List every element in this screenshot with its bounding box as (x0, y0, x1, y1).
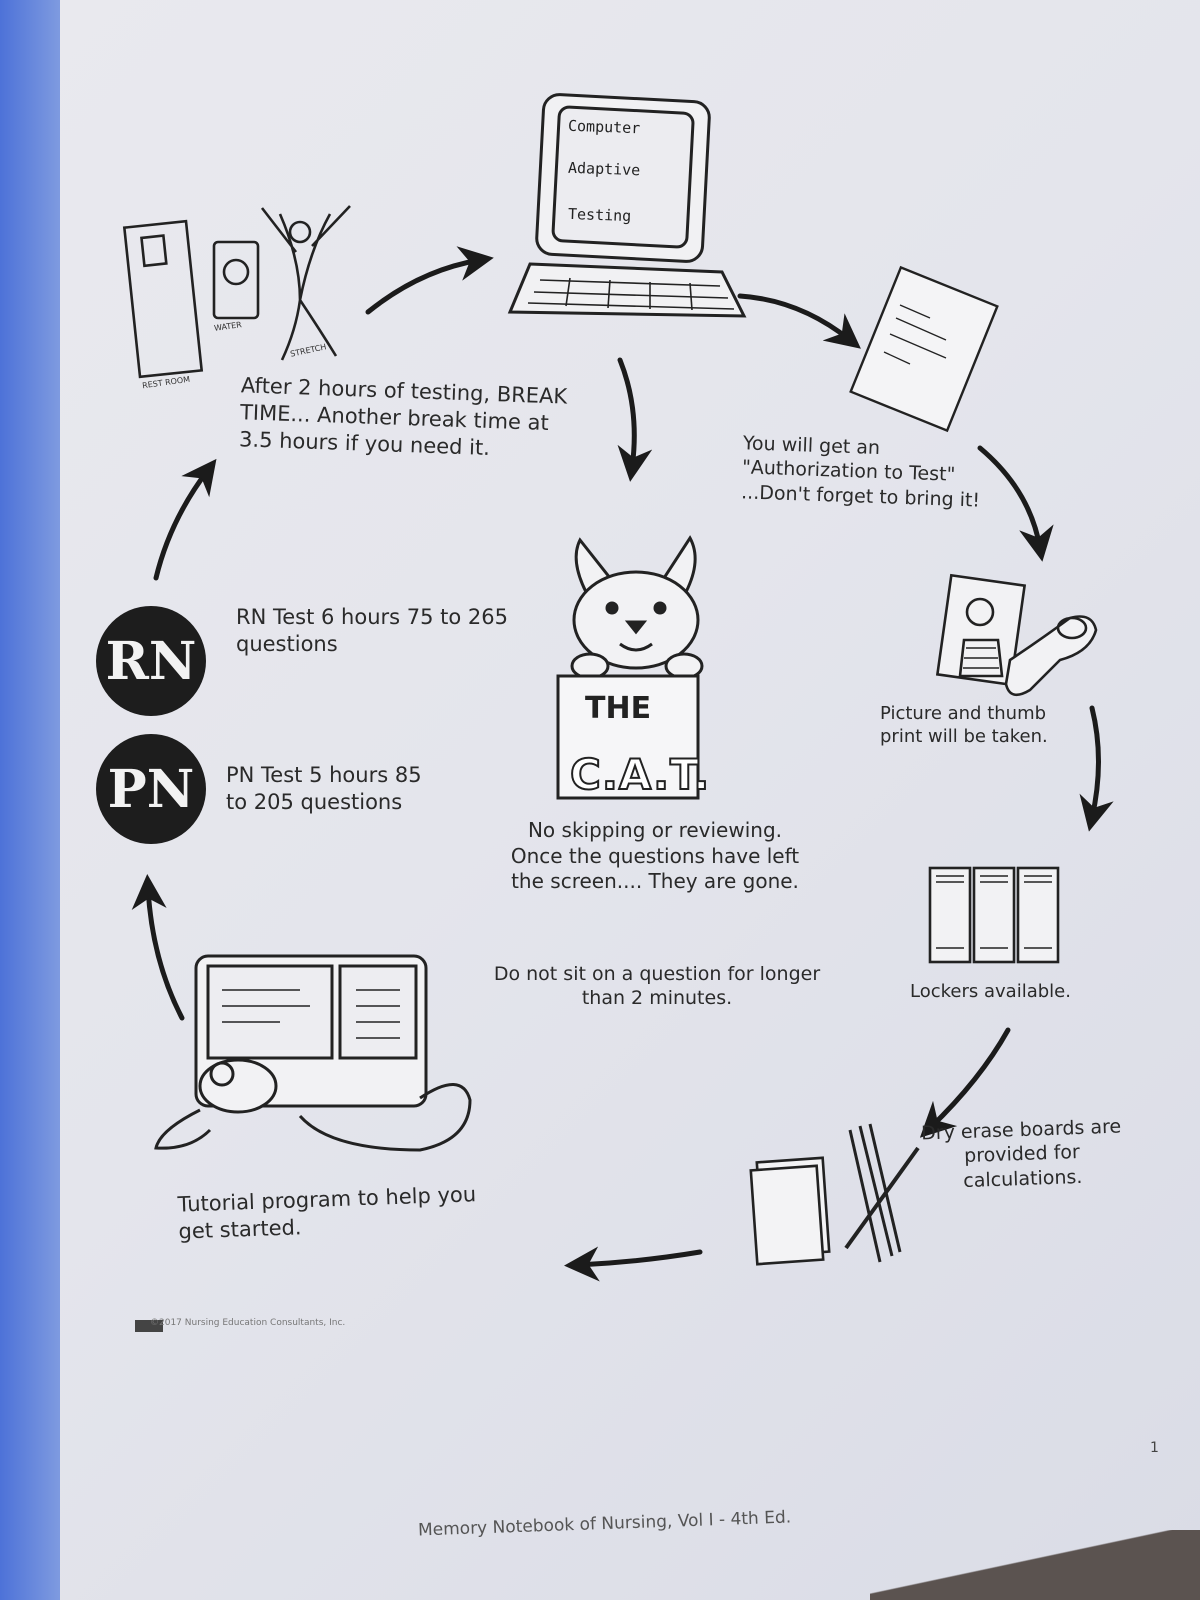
publisher-logo (135, 1320, 163, 1332)
copyright-text: ©2017 Nursing Education Consultants, Inc… (150, 1318, 346, 1328)
arrow-picture-to-lockers (1079, 705, 1114, 832)
page-number: 1 (1150, 1440, 1159, 1456)
cat-sign-cat: C.A.T. (569, 749, 711, 800)
arrow-lockers-to-dry-erase (919, 1027, 1011, 1138)
lockers-text: Lockers available. (910, 981, 1071, 1002)
cat-screen-line-1: Computer (567, 116, 641, 138)
authorization-text: You will get an "Authorization to Test" … (740, 432, 981, 512)
rn-badge: RN (96, 606, 206, 716)
break-time-text: After 2 hours of testing, BREAK TIME... … (238, 373, 568, 460)
lockers-illustration (928, 866, 1060, 964)
pn-badge: PN (96, 734, 206, 844)
cat-screen-line-2: Adaptive (567, 158, 641, 180)
pn-test-text: PN Test 5 hours 85 to 205 questions (226, 763, 422, 814)
arrow-computer-to-cat (617, 357, 653, 482)
dry-erase-text: Dry erase boards are provided for calcul… (920, 1115, 1122, 1192)
rn-test-text: RN Test 6 hours 75 to 265 questions (236, 605, 508, 656)
computer-illustration (507, 93, 747, 318)
dry-erase-board-illustration (749, 1123, 920, 1266)
break-room-illustration (122, 205, 351, 379)
arrow-computer-to-authorization (737, 293, 861, 349)
picture-thumbprint-illustration (935, 573, 1098, 697)
arrow-rn-to-break (153, 458, 217, 581)
arrow-dry-erase-to-tutorial (564, 1246, 703, 1282)
arrow-authorization-to-picture (977, 445, 1054, 562)
arrow-break-to-computer (365, 246, 494, 315)
picture-thumbprint-text: Picture and thumb print will be taken. (880, 703, 1048, 748)
time-limit-text: Do not sit on a question for longer than… (493, 963, 821, 1010)
tutorial-text: Tutorial program to help you get started… (177, 1182, 477, 1244)
cat-screen-line-3: Testing (567, 204, 632, 226)
cat-sign-the: THE (585, 691, 652, 726)
authorization-paper-illustration (849, 265, 999, 433)
the-cat-illustration (556, 535, 704, 800)
arrow-tutorial-to-pn (131, 874, 185, 1021)
table-corner (870, 1530, 1200, 1600)
no-skipping-text: No skipping or reviewing. Once the quest… (510, 818, 800, 894)
tutorial-computer-illustration (154, 954, 472, 1152)
